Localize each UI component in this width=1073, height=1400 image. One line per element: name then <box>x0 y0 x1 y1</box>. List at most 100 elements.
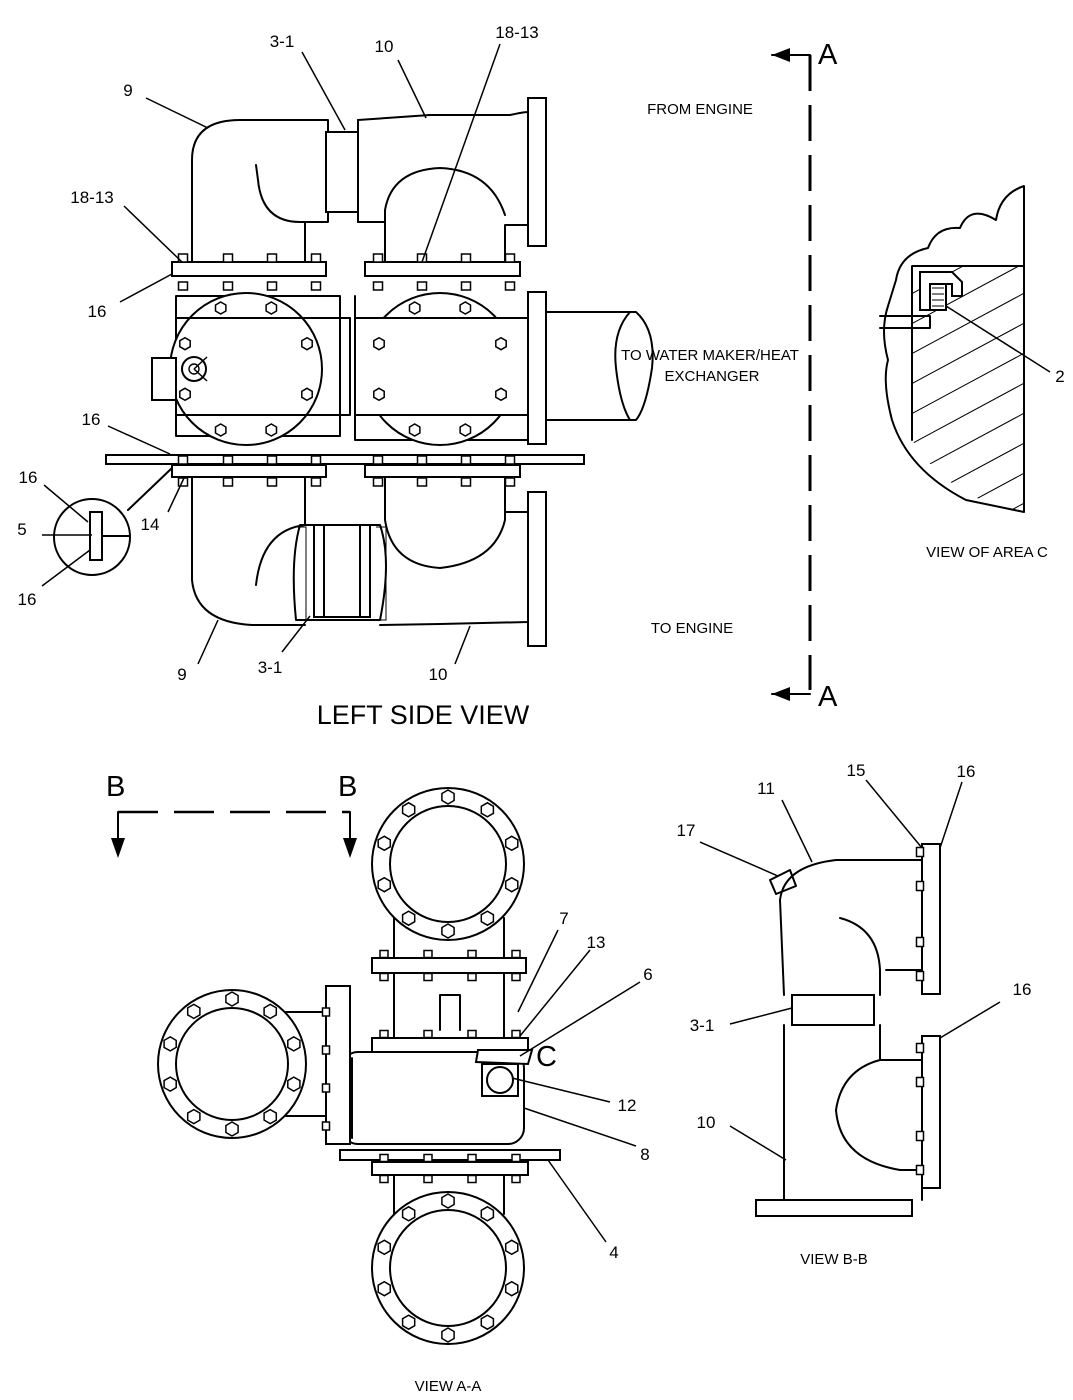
bolt <box>915 880 925 892</box>
callout-label: 9 <box>123 81 132 100</box>
bolt <box>915 936 925 948</box>
bolt <box>379 1174 389 1184</box>
bolt <box>511 1174 521 1184</box>
bolt <box>480 1205 495 1222</box>
bolt <box>265 423 278 437</box>
bolt <box>504 477 516 487</box>
callout-label: 3-1 <box>270 32 295 51</box>
bolt <box>263 1108 278 1125</box>
bolt <box>467 972 477 982</box>
bolt <box>441 1193 455 1209</box>
bolt <box>222 281 234 291</box>
bolt <box>408 301 421 315</box>
bolt <box>266 477 278 487</box>
bolt <box>186 1003 201 1020</box>
bolt <box>915 1130 925 1142</box>
bolt <box>504 835 519 852</box>
bolt <box>511 1029 521 1039</box>
bolt <box>467 1029 477 1039</box>
bolt <box>222 477 234 487</box>
bolt <box>265 301 278 315</box>
bolt <box>504 455 516 465</box>
callout-label: 3-1 <box>690 1016 715 1035</box>
bolt <box>459 301 472 315</box>
bolt <box>915 1042 925 1054</box>
bolt <box>372 477 384 487</box>
bolt <box>460 253 472 263</box>
section-marker-b-right: B <box>338 771 357 803</box>
bolt <box>416 477 428 487</box>
bolt <box>495 387 507 402</box>
section-marker-c: C <box>536 1041 557 1073</box>
bolt <box>379 1153 389 1163</box>
callout-label: 16 <box>19 468 38 487</box>
bolt <box>460 455 472 465</box>
bolt <box>408 423 421 437</box>
left-side-leaders <box>41 43 501 665</box>
bolt <box>915 1164 925 1176</box>
caption-view-bb: VIEW B-B <box>800 1251 868 1268</box>
bolt <box>263 1003 278 1020</box>
bolt <box>301 387 313 402</box>
callout-label: 10 <box>375 37 394 56</box>
bolt <box>504 1239 519 1256</box>
bolt <box>310 253 322 263</box>
section-marker-b-left: B <box>106 771 125 803</box>
bolt <box>460 477 472 487</box>
bolt <box>441 789 455 805</box>
bolt <box>401 1314 416 1331</box>
callout-label: 4 <box>609 1243 618 1262</box>
callout-label: 2 <box>1055 367 1064 386</box>
section-marker-a-top: A <box>818 39 838 71</box>
bolt <box>401 801 416 818</box>
bolt <box>459 423 472 437</box>
callout-label: 14 <box>141 515 160 534</box>
bolt <box>310 455 322 465</box>
bolt <box>214 301 227 315</box>
bolt <box>377 1239 392 1256</box>
bolt <box>287 1076 301 1092</box>
bolt <box>177 281 189 291</box>
callout-label: 6 <box>643 965 652 984</box>
bolt <box>222 253 234 263</box>
bolt <box>321 1083 331 1093</box>
bolt <box>915 1076 925 1088</box>
bolt <box>379 972 389 982</box>
bolt <box>179 387 191 402</box>
callout-label: 16 <box>88 302 107 321</box>
caption-view-aa: VIEW A-A <box>415 1378 482 1395</box>
bolt <box>467 1153 477 1163</box>
bolt <box>460 281 472 291</box>
callout-label: 5 <box>17 520 26 539</box>
bolt <box>401 910 416 927</box>
bolt <box>373 336 385 351</box>
bolt <box>495 336 507 351</box>
bolt <box>179 336 191 351</box>
bolt <box>423 972 433 982</box>
note-to-water-maker-2: EXCHANGER <box>664 368 759 385</box>
callout-label: 8 <box>640 1145 649 1164</box>
bolt <box>373 387 385 402</box>
bolt <box>177 455 189 465</box>
bolt <box>480 801 495 818</box>
section-marker-a-bottom: A <box>818 681 838 713</box>
bolt <box>301 336 313 351</box>
bolt <box>441 923 455 939</box>
view-b-b <box>699 779 1001 1217</box>
bolt <box>214 423 227 437</box>
bolt <box>504 1280 519 1297</box>
callout-label: 15 <box>847 761 866 780</box>
bolt <box>511 949 521 959</box>
bolt <box>321 1045 331 1055</box>
callout-label: 9 <box>177 665 186 684</box>
callout-label: 11 <box>757 779 775 798</box>
bolt <box>310 477 322 487</box>
bolt <box>310 281 322 291</box>
diagram-text: LEFT SIDE VIEW FROM ENGINE TO WATER MAKE… <box>17 23 1064 1395</box>
callout-label: 12 <box>618 1096 637 1115</box>
view-a-a <box>111 787 641 1345</box>
bolt <box>372 455 384 465</box>
bolt <box>377 835 392 852</box>
bolt <box>401 1205 416 1222</box>
bolt <box>266 455 278 465</box>
